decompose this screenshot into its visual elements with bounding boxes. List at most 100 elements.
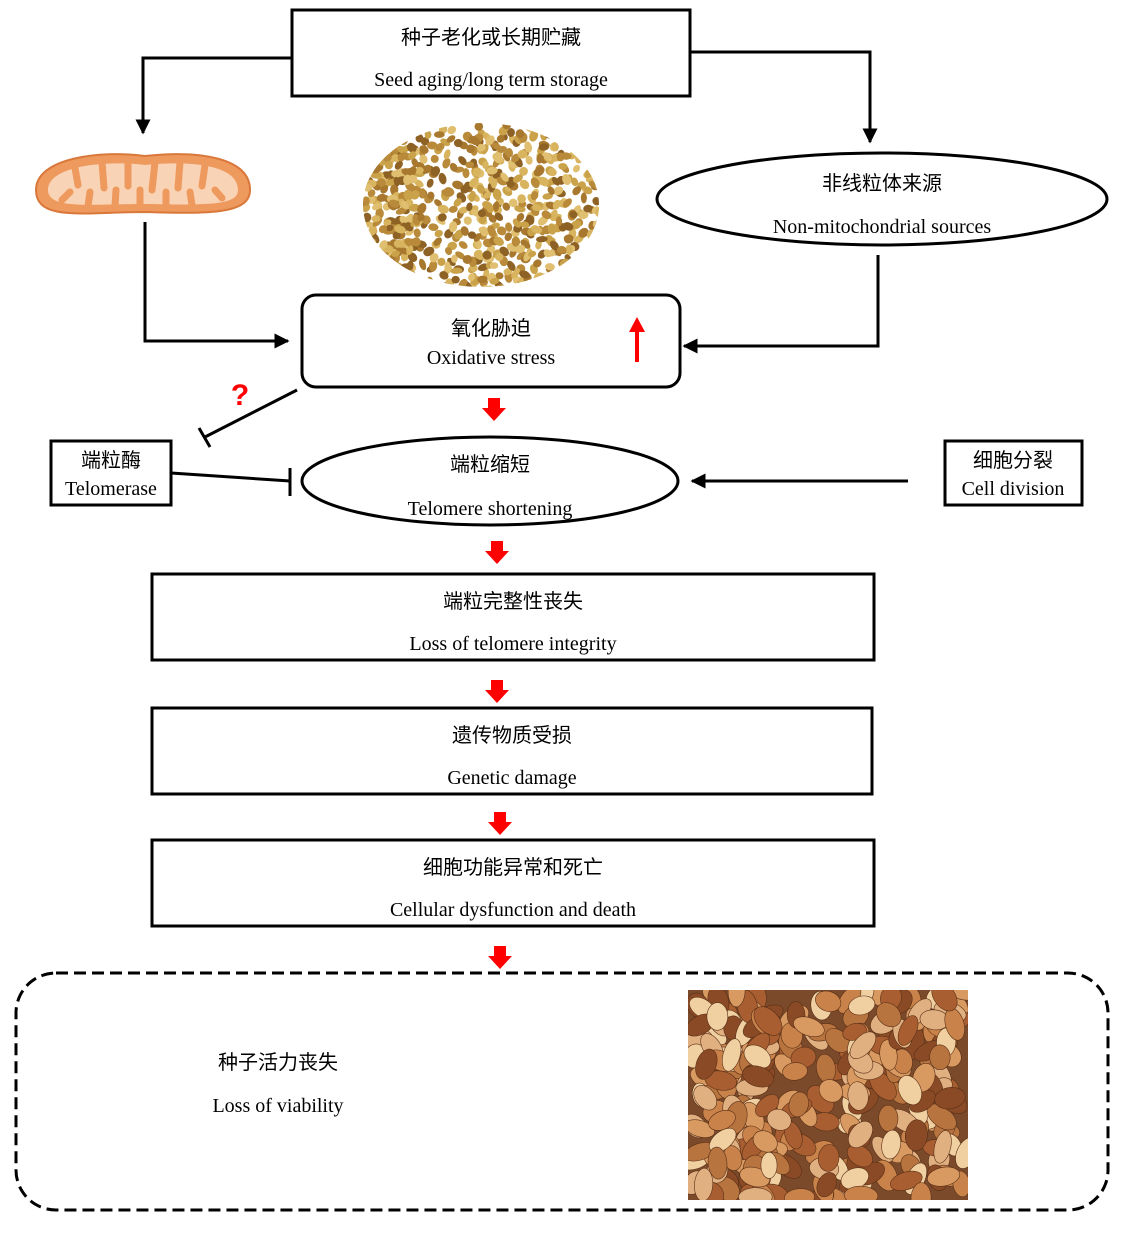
bean [706,1002,729,1031]
seed [425,123,432,130]
seed [430,166,441,177]
seed [363,130,369,141]
seed [403,189,413,202]
mitochondrion-illustration [34,153,252,215]
seed [561,127,569,139]
seed [592,197,599,206]
seed [448,221,458,233]
seed [465,161,475,169]
seed [561,125,570,135]
red-block-arrow [485,680,509,703]
seed [429,253,439,263]
seed [595,207,599,217]
seed [558,278,568,287]
seed [395,271,405,280]
seed-pile-photo [363,123,599,287]
seed [408,174,418,184]
seed [485,135,495,146]
seed [502,202,511,211]
seed [582,253,591,265]
seed [492,152,501,161]
bean [766,1108,792,1131]
seed [371,215,381,223]
seed [396,126,406,135]
bean [688,1119,715,1138]
seed [519,166,528,176]
seed [368,126,380,136]
seed [574,256,584,266]
label-en: Cellular dysfunction and death [390,899,636,921]
seed [536,236,548,243]
seed [437,213,447,222]
seed [515,244,526,254]
seed [390,271,399,281]
seed [401,128,411,137]
seed [476,184,485,194]
seed [549,240,559,251]
seed [363,261,371,273]
seed [378,139,388,147]
seed [577,278,587,287]
seed [543,152,553,162]
seed [379,269,388,277]
seed [363,252,372,260]
bean [752,1130,778,1153]
seed [572,186,582,196]
seed [383,278,393,287]
seed [383,272,395,282]
seed [505,222,513,232]
seed [477,209,486,218]
red-block-arrows [482,398,512,969]
seed [399,136,408,146]
seed [408,166,417,177]
seed [374,263,384,275]
seed [537,176,549,186]
bean [847,1081,869,1111]
seed [540,123,551,131]
seed [364,250,374,259]
seed [375,130,385,140]
seed [433,131,445,138]
bean [708,1127,737,1153]
seed [493,201,500,212]
seed [589,146,599,155]
seed [384,131,396,140]
bean [782,1062,808,1081]
seed [505,148,514,158]
seed [462,168,470,179]
seed [426,178,434,188]
seed [369,171,382,179]
bean [743,1044,772,1069]
seed [401,123,410,130]
seed [594,125,599,135]
seed [365,257,376,267]
seed [564,269,575,278]
bean [793,1016,825,1038]
seed [371,130,381,142]
seed [552,284,564,287]
seed [590,151,599,158]
seed [511,153,520,163]
seed [383,131,390,143]
inhibition-oxidative-telomerase [197,388,298,448]
question-mark: ? [231,379,249,412]
seed [460,226,469,236]
seed [429,260,438,272]
arrow-mito-to-oxidative [143,222,290,349]
seed [511,236,521,247]
seed [437,204,449,214]
seed [403,123,412,130]
bean [881,1129,902,1160]
seed [385,123,394,132]
node-cellular-dysfunction: 细胞功能异常和死亡 Cellular dysfunction and death [150,838,876,928]
seed [364,132,374,142]
seed [594,123,599,131]
seed [489,262,499,269]
seed [401,268,410,280]
label-cn: 种子活力丧失 [218,1050,338,1074]
seed [533,166,545,177]
bean [910,1182,932,1200]
seed [572,164,581,173]
label-cn: 氧化胁迫 [451,316,531,340]
